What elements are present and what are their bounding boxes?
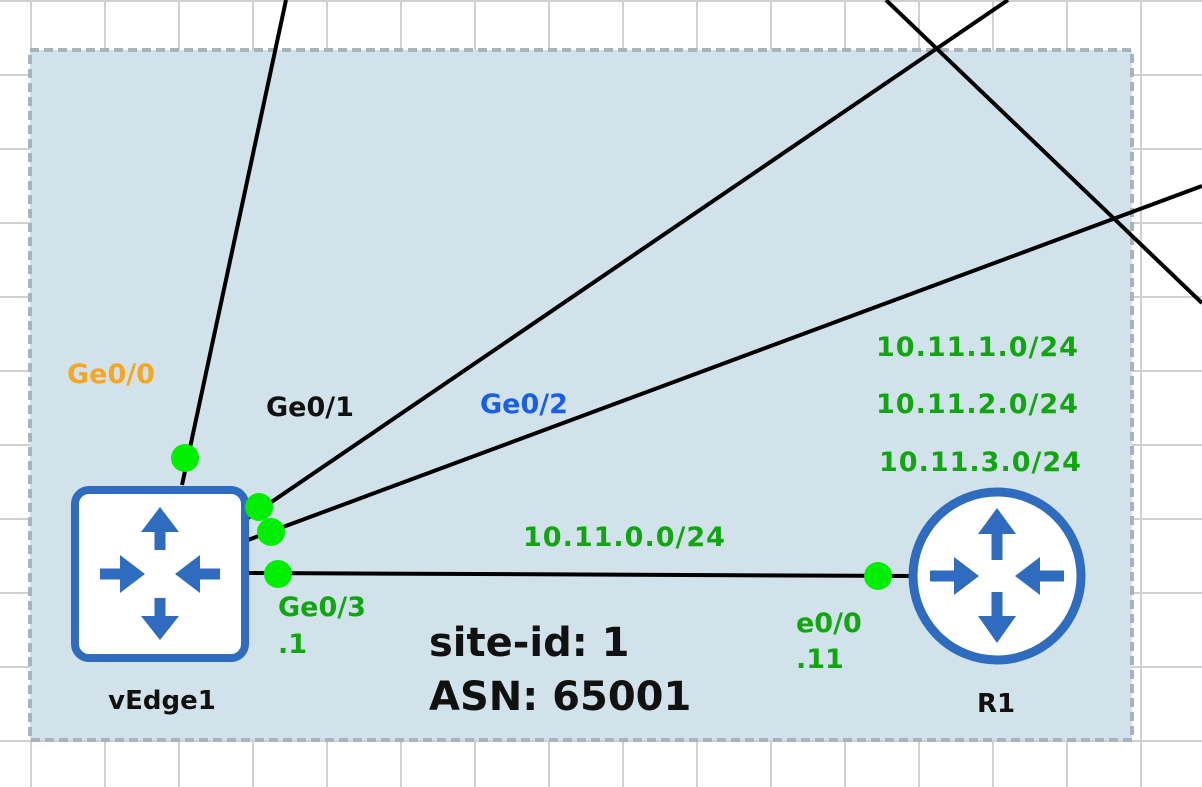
r1-frame [908,487,1086,665]
vedge1-device[interactable] [71,486,249,662]
r1-device[interactable] [908,487,1086,665]
label-ge0-3-ip: .1 [278,629,307,660]
port-dot-ge0-2[interactable] [257,518,285,546]
label-vedge1-name: vEdge1 [108,686,216,716]
link-ge0-0-uplink[interactable] [180,0,288,486]
label-e0-0: e0/0 [796,608,862,639]
link-ge0-2-uplink[interactable] [247,184,1202,542]
label-r1-name: R1 [977,689,1015,719]
port-dot-ge0-3[interactable] [264,560,292,588]
label-lan-subnet-3: 10.11.3.0/24 [879,447,1082,478]
label-ge0-2: Ge0/2 [480,389,568,420]
port-dot-ge0-0[interactable] [171,444,199,472]
label-e0-0-ip: .11 [796,644,844,675]
label-link-subnet: 10.11.0.0/24 [523,522,726,553]
label-ge0-3: Ge0/3 [278,592,366,623]
link-external-crossing[interactable] [884,0,1202,305]
port-dot-ge0-1[interactable] [245,493,273,521]
label-lan-subnet-1: 10.11.1.0/24 [876,332,1079,363]
port-dot-e0-0[interactable] [864,562,892,590]
label-ge0-0: Ge0/0 [67,359,155,390]
label-lan-subnet-2: 10.11.2.0/24 [876,389,1079,420]
link-vedge1-r1[interactable] [247,571,911,578]
switch-router-icon [100,507,220,640]
label-site-id: site-id: 1 [429,620,629,666]
router-icon [930,508,1064,643]
vedge1-frame [71,486,249,662]
label-asn: ASN: 65001 [429,674,691,720]
label-ge0-1: Ge0/1 [266,392,354,423]
link-ge0-1-uplink[interactable] [246,0,1010,520]
